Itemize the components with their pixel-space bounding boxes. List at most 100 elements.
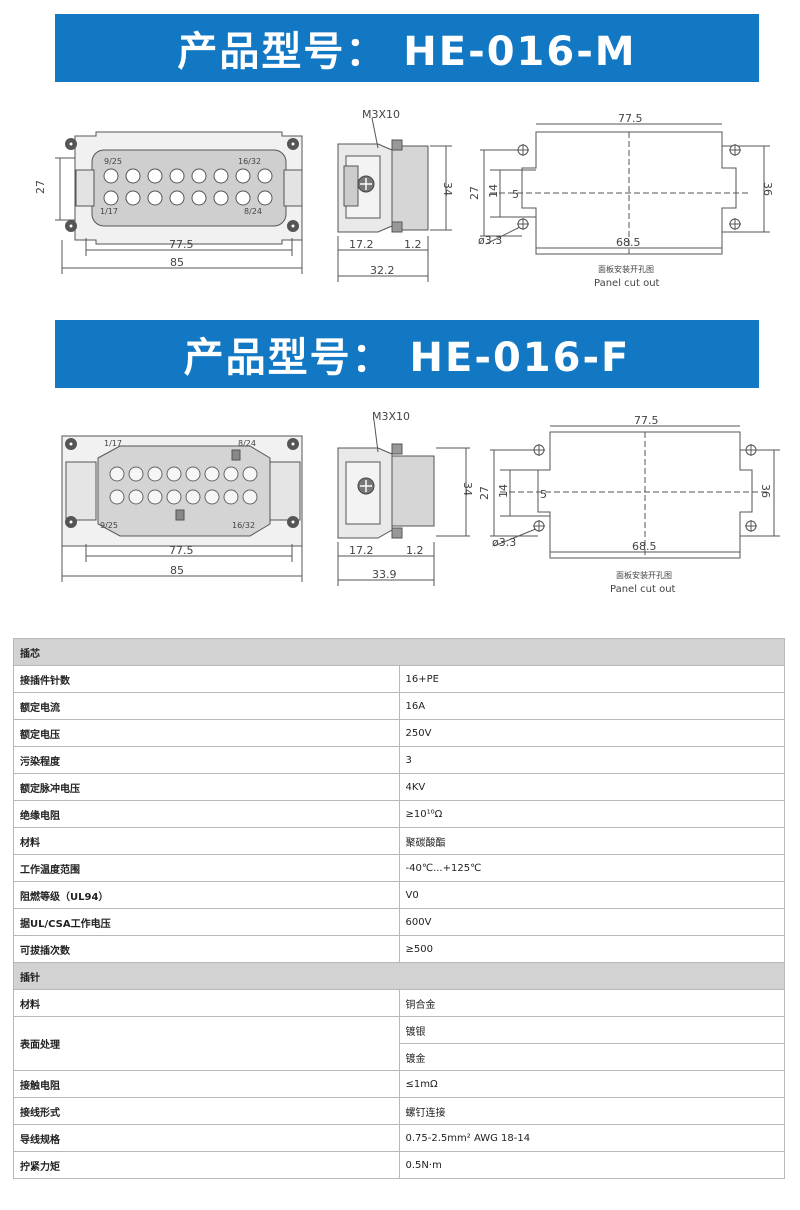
table-row: 绝缘电阻≥10¹⁰Ω (13, 800, 785, 828)
table-row: 接触电阻≤1mΩ (13, 1070, 785, 1098)
spec-value: 250V (398, 719, 785, 747)
spec-label: 额定电压 (13, 719, 400, 747)
screw-spec: M3X10 (372, 410, 410, 423)
mount-hole-bl-icon (533, 520, 545, 532)
pin-label-bottom-left: 1/17 (100, 207, 118, 216)
spec-value: 聚碳酸酯 (398, 827, 785, 855)
spec-value: 600V (398, 908, 785, 936)
dim-panel-right: 36 (759, 484, 772, 498)
section-label-insert: 插芯 (13, 638, 785, 666)
panel-caption-en: Panel cut out (594, 278, 660, 289)
spec-value: 铜合金 (398, 989, 785, 1017)
spec-label: 可拔插次数 (13, 935, 400, 963)
drawing-m: 9/25 16/32 1/17 8/24 27 77.5 85 M3X10 34… (34, 108, 774, 289)
dim-front-outer-width: 85 (170, 256, 184, 269)
drawing-f: 1/17 8/24 9/25 16/32 77.5 85 M3X10 34 17… (61, 410, 780, 595)
dim-panel-hole: ø3.3 (478, 234, 502, 247)
spec-value: 0.75-2.5mm² AWG 18-14 (398, 1124, 785, 1152)
pin-hole-icon (147, 466, 163, 482)
front-view-f (61, 435, 303, 582)
pin-hole-icon (147, 190, 163, 206)
pin-hole-icon (185, 489, 201, 505)
section-row-pin: 插针 (13, 962, 785, 990)
dim-panel-left-inner: 14 (487, 184, 500, 198)
table-row: 镀金 (14, 1043, 785, 1071)
mount-screw-tr-icon (287, 438, 299, 450)
pin-hole-icon (103, 168, 119, 184)
pin-label-bottom-left: 9/25 (100, 521, 118, 530)
dim-panel-left-outer: 27 (468, 186, 481, 200)
dim-panel-small: 5 (540, 488, 547, 501)
pin-hole-icon (185, 466, 201, 482)
pin-hole-icon (213, 190, 229, 206)
mount-screw-br-icon (287, 516, 299, 528)
spec-value: 0.5N·m (398, 1151, 785, 1179)
mount-screw-br-icon (287, 220, 299, 232)
screw-spec: M3X10 (362, 108, 400, 121)
spec-label: 额定脉冲电压 (13, 773, 400, 801)
spec-value: 螺钉连接 (398, 1097, 785, 1125)
spec-label: 拧紧力矩 (13, 1151, 400, 1179)
dim-panel-left-outer: 27 (478, 486, 491, 500)
pin-hole-icon (166, 489, 182, 505)
mount-hole-tr-icon (745, 444, 757, 456)
pin-hole-icon (128, 466, 144, 482)
panel-caption-cn: 面板安装开孔图 (616, 570, 672, 580)
screw-head-icon (357, 175, 375, 193)
mount-hole-tl-icon (533, 444, 545, 456)
pin-hole-icon (191, 168, 207, 184)
spec-label: 接线形式 (13, 1097, 400, 1125)
spec-label: 额定电流 (13, 692, 400, 720)
spec-label: 表面处理 (13, 1016, 400, 1071)
pin-hole-icon (147, 168, 163, 184)
panel-caption-en: Panel cut out (610, 584, 676, 595)
pin-hole-icon (128, 489, 144, 505)
table-row: 接线形式螺钉连接 (13, 1097, 785, 1125)
pin-hole-icon (235, 190, 251, 206)
spec-label: 材料 (13, 827, 400, 855)
table-row: 可拔插次数≥500 (13, 935, 785, 963)
pin-hole-icon (125, 190, 141, 206)
spec-value: 镀银 (398, 1016, 785, 1044)
spec-label: 材料 (13, 989, 400, 1017)
screw-head-icon (357, 477, 375, 495)
spec-value: 镀金 (398, 1043, 785, 1071)
panel-cutout-m (480, 123, 770, 255)
product-model-title-f: 产品型号： HE-016-F (55, 320, 759, 388)
dim-front-height: 27 (34, 180, 47, 194)
section-label-pin: 插针 (13, 962, 785, 990)
dim-front-inner-width: 77.5 (169, 544, 194, 557)
mount-hole-bl-icon (517, 218, 529, 230)
pin-hole-icon (235, 168, 251, 184)
spec-value: ≤1mΩ (398, 1070, 785, 1098)
product-model-title-m: 产品型号： HE-016-M (55, 14, 759, 82)
mount-screw-tr-icon (287, 138, 299, 150)
pin-hole-icon (169, 168, 185, 184)
dim-side-height: 34 (441, 182, 454, 196)
dim-side-b: 1.2 (406, 544, 424, 557)
mount-screw-bl-icon (65, 516, 77, 528)
pin-hole-icon (213, 168, 229, 184)
dim-panel-small: 5 (512, 188, 519, 201)
side-view-f (337, 419, 470, 586)
panel-caption-cn: 面板安装开孔图 (598, 264, 654, 274)
spec-value: -40℃...+125℃ (398, 854, 785, 882)
spec-label: 据UL/CSA工作电压 (13, 908, 400, 936)
dim-side-a: 17.2 (349, 544, 374, 557)
pin-label-top-left: 9/25 (104, 157, 122, 166)
pin-label-top-left: 1/17 (104, 439, 122, 448)
dim-side-b: 1.2 (404, 238, 422, 251)
pin-hole-icon (109, 466, 125, 482)
spec-label: 导线规格 (13, 1124, 400, 1152)
dim-side-total: 33.9 (372, 568, 397, 581)
pin-hole-icon (125, 168, 141, 184)
panel-cutout-f (490, 425, 780, 559)
dim-side-total: 32.2 (370, 264, 395, 277)
section-row-insert: 插芯 (13, 638, 785, 666)
